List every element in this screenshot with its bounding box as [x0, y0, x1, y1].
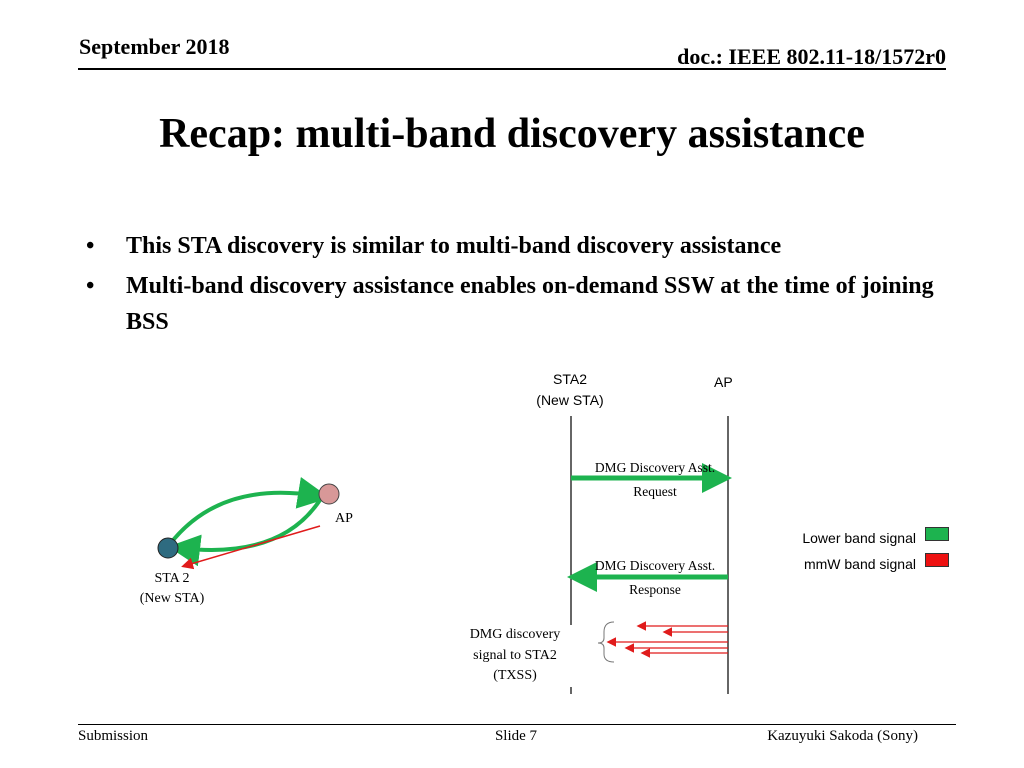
response-label-line1: DMG Discovery Asst.	[594, 558, 716, 573]
ap-label: AP	[335, 511, 353, 526]
legend-mmw-band-label: mmW band signal	[803, 556, 916, 572]
sta-node-icon	[157, 537, 179, 559]
mmw-arrow	[181, 525, 321, 570]
bullet-icon: •	[86, 233, 95, 259]
sequence-diagram	[567, 416, 732, 694]
response-label-line2: Response	[629, 582, 681, 597]
sta-label: STA 2 (New STA)	[139, 571, 205, 606]
legend-lower-band-swatch	[925, 527, 949, 541]
bullet-item: • Multi-band discovery assistance enable…	[86, 268, 936, 340]
footer-rule	[78, 724, 956, 725]
footer-submission: Submission	[78, 728, 149, 744]
lower-band-response-arrow	[168, 498, 322, 567]
lower-band-request-arrow	[168, 476, 330, 546]
brace-icon	[597, 621, 615, 663]
footer-author: Kazuyuki Sakoda (Sony)	[767, 728, 918, 744]
topology-diagram	[157, 476, 340, 570]
bullet-icon: •	[86, 273, 95, 299]
bullet-text: This STA discovery is similar to multi-b…	[126, 233, 782, 259]
request-label-line2: Request	[633, 484, 677, 499]
sequence-ap-header: AP	[714, 374, 733, 390]
legend-lower-band-label: Lower band signal	[802, 530, 916, 546]
bullet-list: • This STA discovery is similar to multi…	[86, 228, 936, 344]
footer-slide-number: Slide 7	[494, 728, 538, 744]
request-label-line1: DMG Discovery Asst.	[594, 460, 716, 475]
legend-mmw-band-swatch	[925, 553, 949, 567]
header-rule	[78, 68, 946, 70]
sequence-sta-header: STA2 (New STA)	[536, 371, 604, 408]
ap-node-icon	[318, 483, 340, 505]
header-doc-id: doc.: IEEE 802.11-18/1572r0	[677, 44, 946, 69]
slide-title: Recap: multi-band discovery assistance	[159, 111, 865, 157]
bullet-text: Multi-band discovery assistance enables …	[126, 273, 934, 335]
header-date: September 2018	[79, 34, 230, 59]
discovery-label: DMG discovery signal to STA2 (TXSS)	[452, 625, 578, 687]
bullet-item: • This STA discovery is similar to multi…	[86, 228, 936, 264]
